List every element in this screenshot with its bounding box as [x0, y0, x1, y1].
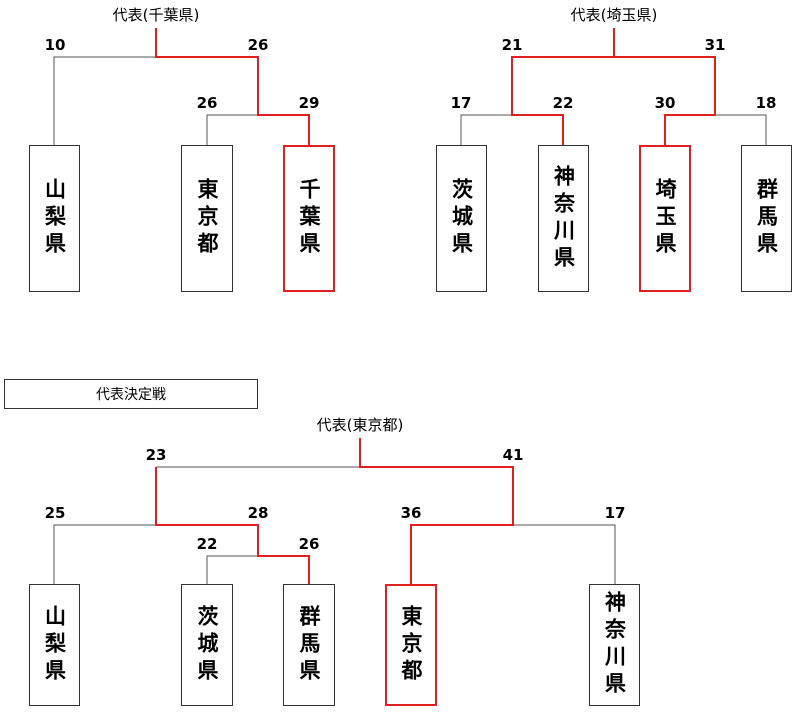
team-box-ibaraki: 茨城県 [181, 584, 233, 706]
team-box-tokyo: 東京都 [181, 145, 233, 292]
team-box-kanagawa: 神奈川県 [589, 584, 640, 706]
score-label: 17 [604, 504, 626, 522]
bracket-line [715, 114, 767, 145]
team-name: 群馬県 [754, 178, 779, 259]
team-box-ibaraki: 茨城県 [436, 145, 487, 292]
champion-label: 代表(東京都) [316, 416, 404, 434]
team-name: 茨城県 [195, 604, 219, 686]
team-box-yamanashi: 山梨県 [29, 584, 80, 706]
score-label: 36 [400, 504, 422, 522]
team-name: 東京都 [195, 178, 219, 259]
team-box-tokyo-winner: 東京都 [385, 584, 437, 706]
team-box-saitama-winner: 埼玉県 [639, 145, 691, 292]
team-name: 神奈川県 [551, 164, 576, 273]
score-label: 21 [501, 36, 523, 54]
team-name: 千葉県 [297, 178, 321, 259]
score-label: 29 [298, 94, 320, 112]
bracket-line [53, 56, 156, 145]
winner-path [155, 467, 310, 584]
winner-path [613, 28, 716, 145]
bracket-line [206, 114, 258, 145]
score-label: 30 [654, 94, 676, 112]
section-title-box: 代表決定戦 [4, 379, 258, 409]
score-label: 10 [44, 36, 66, 54]
score-label: 23 [145, 446, 167, 464]
team-box-gunma: 群馬県 [283, 584, 335, 706]
team-name: 山梨県 [42, 604, 67, 686]
score-label: 25 [44, 504, 66, 522]
score-label: 18 [755, 94, 777, 112]
champion-label: 代表(千葉県) [112, 6, 200, 24]
bracket-line [53, 524, 156, 584]
score-label: 22 [196, 535, 218, 553]
team-name: 茨城県 [449, 178, 474, 259]
score-label: 41 [502, 446, 524, 464]
score-label: 26 [196, 94, 218, 112]
bracket-line [206, 555, 258, 584]
score-label: 17 [450, 94, 472, 112]
team-box-chiba-winner: 千葉県 [283, 145, 335, 292]
score-label: 31 [704, 36, 726, 54]
champion-label: 代表(埼玉県) [570, 6, 658, 24]
winner-path [155, 28, 310, 145]
winner-path [511, 56, 614, 145]
score-label: 26 [247, 36, 269, 54]
score-label: 22 [552, 94, 574, 112]
section-title: 代表決定戦 [96, 387, 166, 403]
bracket-line [513, 524, 616, 584]
team-box-yamanashi: 山梨県 [29, 145, 80, 292]
winner-path [359, 438, 514, 584]
bracket-line [460, 114, 512, 145]
team-name: 埼玉県 [653, 178, 677, 259]
team-name: 神奈川県 [602, 591, 627, 699]
score-label: 26 [298, 535, 320, 553]
team-name: 東京都 [399, 604, 423, 686]
team-box-kanagawa: 神奈川県 [538, 145, 589, 292]
team-box-gunma: 群馬県 [741, 145, 792, 292]
team-name: 群馬県 [297, 604, 321, 686]
score-label: 28 [247, 504, 269, 522]
team-name: 山梨県 [42, 178, 67, 259]
